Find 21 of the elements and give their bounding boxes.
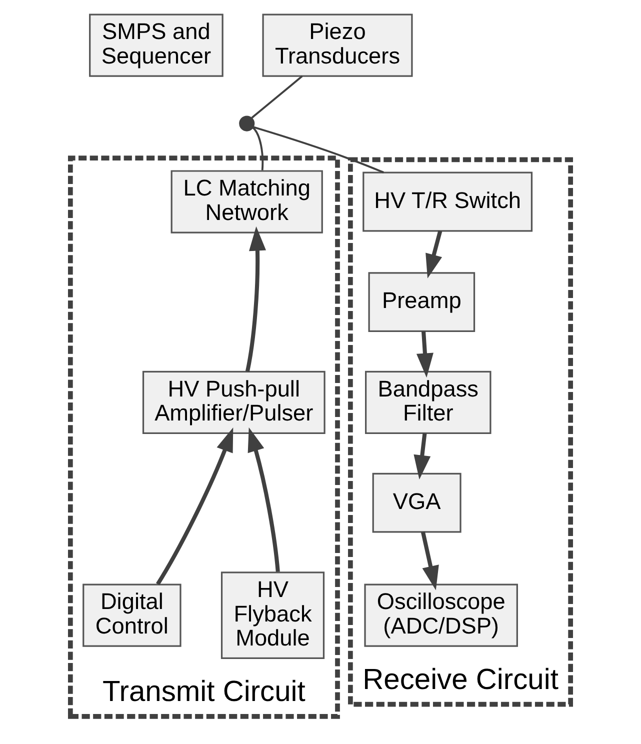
node-box: Digital Control	[82, 584, 182, 647]
connector	[251, 75, 303, 118]
node-box: Preamp	[368, 272, 476, 332]
node-box: VGA	[372, 472, 462, 533]
arrow	[414, 432, 431, 480]
node-box: HV Push-pull Amplifier/Pulser	[142, 370, 326, 434]
node-box: LC Matching Network	[170, 170, 323, 234]
node-box: Bandpass Filter	[365, 370, 492, 434]
arrow	[420, 532, 439, 590]
arrow	[156, 427, 234, 586]
node-box: Piezo Transducers	[262, 14, 413, 77]
node-box: HV T/R Switch	[362, 172, 533, 232]
node-box: Oscilloscope (ADC/DSP)	[364, 584, 518, 647]
node-box: HV Flyback Module	[220, 572, 325, 660]
arrow	[245, 226, 266, 372]
arrow	[426, 230, 442, 278]
node-box: SMPS and Sequencer	[89, 14, 224, 77]
connector	[252, 127, 264, 170]
arrow	[248, 427, 280, 572]
arrow	[416, 331, 434, 378]
node-circle	[239, 116, 255, 132]
